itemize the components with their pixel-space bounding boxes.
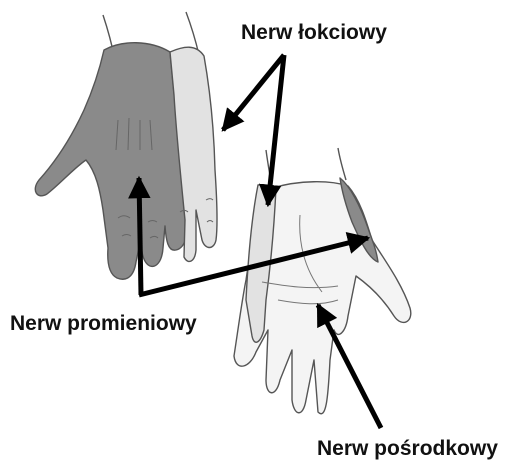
label-median-nerve: Nerw pośrodkowy xyxy=(317,438,498,459)
dorsal-radial-zone xyxy=(35,43,187,279)
palmar-hand xyxy=(234,148,411,414)
dorsal-hand xyxy=(35,12,217,279)
label-radial-nerve: Nerw promieniowy xyxy=(10,313,197,334)
arrow-ulnar-palmar xyxy=(268,55,284,205)
label-ulnar-nerve: Nerw łokciowy xyxy=(241,22,387,43)
arrow-radial-shaft xyxy=(139,178,141,295)
